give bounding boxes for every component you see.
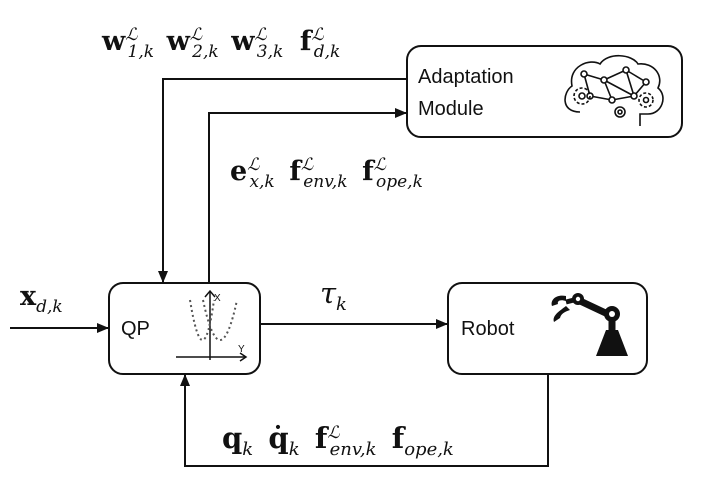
robot-arm-icon [551,293,628,356]
weights-line [158,78,407,283]
signal-input-label: xd,k [20,281,63,317]
error-line [208,108,407,283]
qp-label: QP [121,318,150,340]
qp-block: QP X Y [108,282,261,375]
robot-block: Robot [447,282,648,375]
robot-label: Robot [461,318,515,340]
feedback-line [180,374,549,467]
brain-network-gears-icon [564,54,664,126]
signal-torque-label: τk [320,276,347,315]
parabola-plot-icon: X Y [176,289,248,362]
adaptation-label-line2: Module [418,98,484,120]
qp-axis-y-label: X [214,293,221,304]
qp-axis-x-label: Y [238,344,245,355]
adaptation-label-line1: Adaptation [418,66,514,88]
adaptation-module-block: Adaptation Module [406,45,683,138]
